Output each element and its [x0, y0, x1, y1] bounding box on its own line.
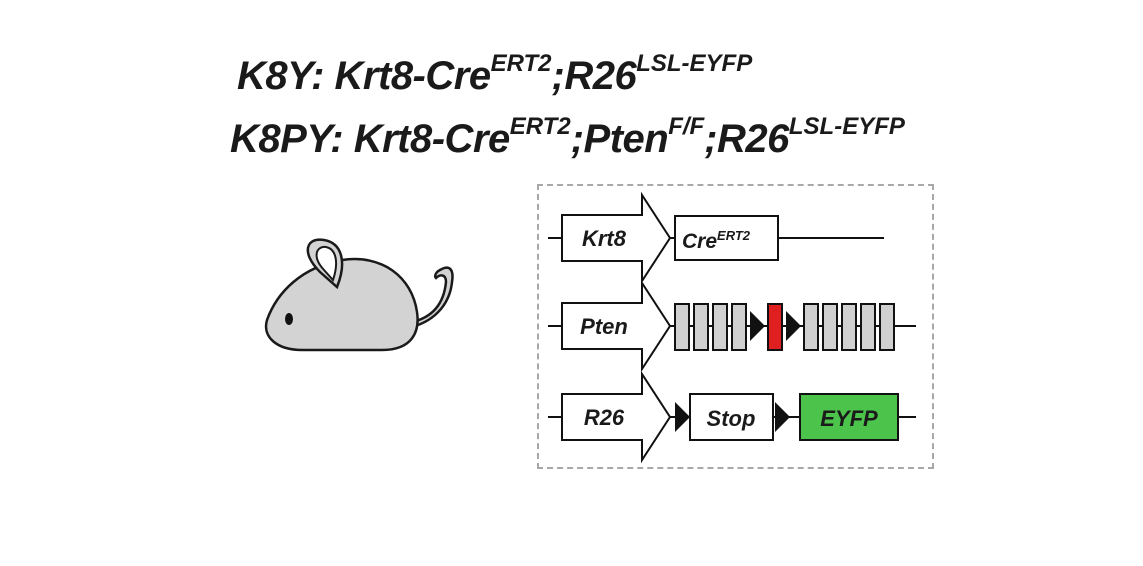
eyfp-label: EYFP: [820, 406, 878, 431]
loxp-site-icon: [750, 311, 765, 341]
exon: [841, 303, 857, 351]
exon: [693, 303, 709, 351]
genotype-title-k8y: K8Y: Krt8-CreERT2;R26LSL-EYFP: [237, 50, 752, 99]
stop-label: Stop: [707, 406, 756, 431]
genotype-title-k8py: K8PY: Krt8-CreERT2;PtenF/F;R26LSL-EYFP: [230, 113, 905, 162]
construct-panel: [537, 184, 934, 469]
title-superscript: F/F: [668, 113, 705, 140]
floxed-exon: [767, 303, 783, 351]
cre-label: CreERT2: [682, 228, 751, 253]
title-text: ;R26: [551, 54, 637, 98]
title-text: ;Pten: [570, 117, 669, 161]
promoter-label: Krt8: [582, 226, 627, 251]
title-superscript: LSL-EYFP: [636, 50, 753, 77]
promoter-arrow: [561, 279, 672, 373]
title-superscript: LSL-EYFP: [788, 113, 905, 140]
loxp-site-icon: [675, 402, 690, 432]
promoter-label: R26: [584, 405, 625, 430]
loxp-site-icon: [786, 311, 801, 341]
construct-row-pten: Pten: [548, 279, 916, 373]
exon: [860, 303, 876, 351]
exon: [674, 303, 690, 351]
title-text: K8PY: Krt8-Cre: [230, 117, 510, 161]
exon: [712, 303, 728, 351]
exon: [731, 303, 747, 351]
pten-exon-track: [674, 303, 895, 351]
exon: [879, 303, 895, 351]
promoter-label: Pten: [580, 314, 628, 339]
exon: [803, 303, 819, 351]
promoter-arrow: [561, 370, 672, 464]
promoter-arrow: [561, 191, 672, 285]
eyfp-box: [799, 393, 899, 441]
title-text: ;R26: [704, 117, 789, 161]
construct-row-r26: R26 Stop EYFP: [548, 370, 916, 464]
construct-row-krt8: Krt8 CreERT2: [548, 191, 884, 285]
title-superscript: ERT2: [490, 50, 552, 77]
title-text: K8Y: Krt8-Cre: [237, 54, 491, 98]
exon: [822, 303, 838, 351]
stop-box: [689, 393, 774, 441]
loxp-site-icon: [775, 402, 790, 432]
mouse-icon: [264, 238, 454, 352]
title-superscript: ERT2: [509, 113, 571, 140]
cre-box: [674, 215, 779, 261]
